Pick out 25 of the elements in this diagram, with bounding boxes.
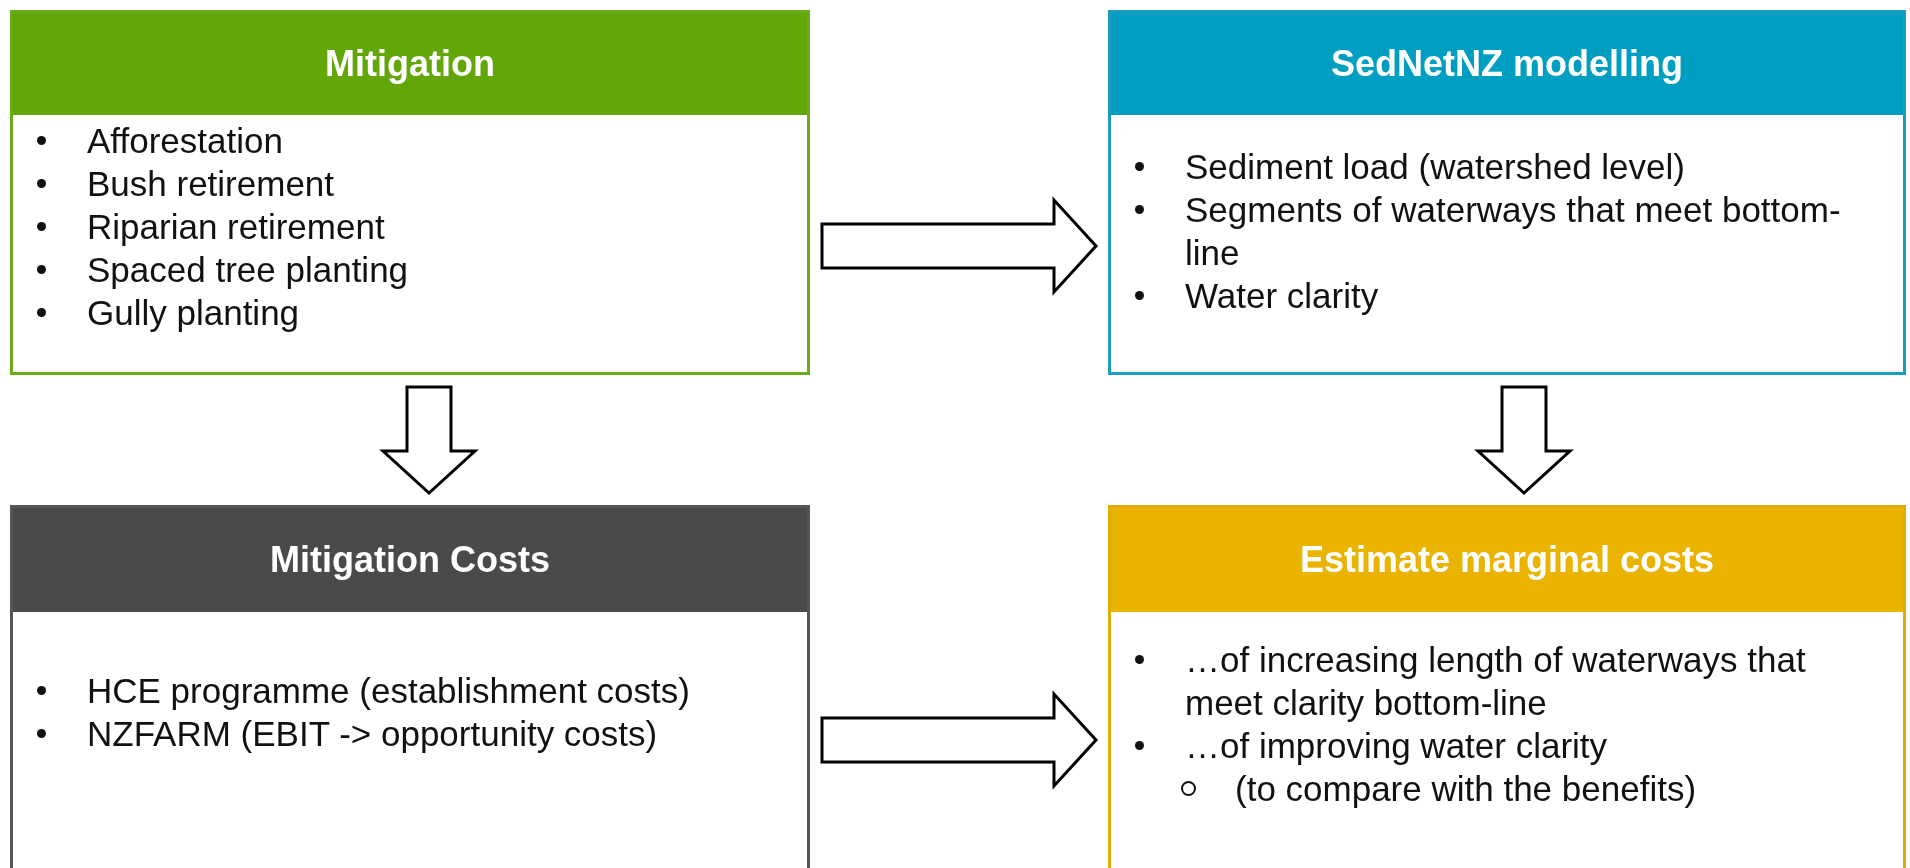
box-header: Mitigation [13,13,807,115]
list-item: Gully planting [87,292,300,334]
list-item: Riparian retirement [87,206,385,248]
block-arrow [379,385,479,496]
box-header: Mitigation Costs [13,508,807,612]
block-arrow [820,690,1099,790]
process-box [1108,505,1906,868]
process-box [10,505,810,868]
list-item: HCE programme (establishment costs) [87,670,690,712]
block-arrow [1474,385,1574,496]
list-item: (to compare with the benefits) [1235,768,1697,810]
process-box [1108,10,1906,375]
list-item: …of improving water clarity [1185,725,1608,767]
process-box [10,10,810,375]
box-header: Estimate marginal costs [1111,508,1903,612]
block-arrow [820,196,1099,296]
list-item: Segments of waterways that meet bottom-line [1185,189,1842,274]
list-item: NZFARM (EBIT -> opportunity costs) [87,713,658,755]
list-item: Afforestation [87,120,283,162]
list-item: Water clarity [1185,275,1379,317]
list-item: Spaced tree planting [87,249,409,291]
list-item: …of increasing length of waterways that meet clarity bottom-line [1185,639,1807,724]
list-item: Bush retirement [87,163,335,205]
list-item: Sediment load (watershed level) [1185,146,1685,188]
box-header: SedNetNZ modelling [1111,13,1903,115]
